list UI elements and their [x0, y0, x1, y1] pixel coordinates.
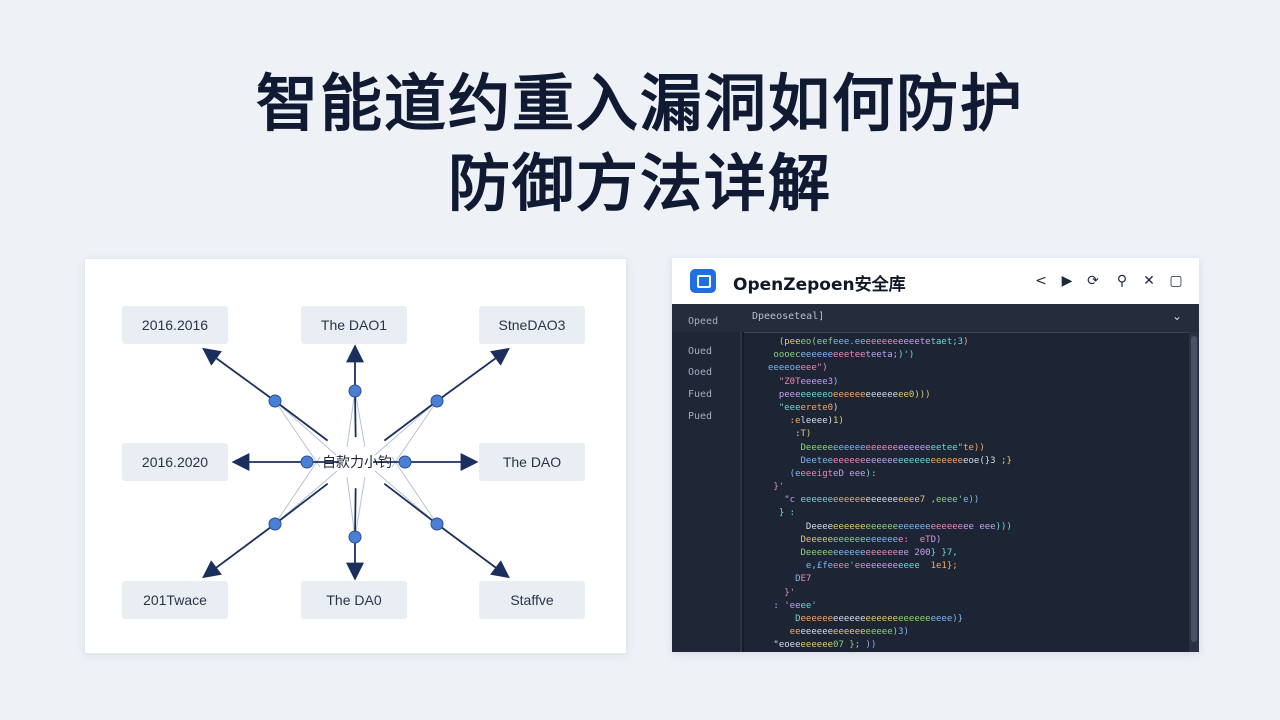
title-line-2: 防御方法详解: [447, 147, 832, 220]
code-line: }': [768, 482, 785, 493]
maximize-icon[interactable]: ▢: [1169, 273, 1183, 289]
editor-sidebar: [672, 332, 740, 652]
spoke-bottom: [354, 488, 357, 538]
code-line: Deeteeeeeeeeeeeeeeeeeeeeeeeeeeeoe(}3 ;}: [800, 455, 1012, 466]
code-line: "eeeerete0): [768, 402, 839, 413]
code-line: :eleeee)1): [768, 416, 844, 427]
close-icon[interactable]: ✕: [1143, 273, 1155, 289]
diagram-svg: [202, 344, 510, 581]
star-line-6: [346, 476, 356, 538]
arrow-top-right: [436, 347, 510, 402]
code-line: Deeeeeeeeeeeeeeeeee: eTD): [800, 534, 942, 545]
code-line: "Z0Teeeee3): [768, 376, 839, 387]
editor-toolbar: Dpeeoseteal] ⌄: [672, 304, 1199, 333]
sidebar-item-4[interactable]: Pued: [688, 411, 713, 422]
node-bottom-left: 201Twace: [122, 581, 228, 619]
dot-top-right: [430, 394, 444, 408]
dot-right: [398, 455, 412, 469]
code-line: (eeeeigteD eee):: [768, 468, 877, 479]
scrollbar-thumb[interactable]: [1191, 336, 1197, 642]
code-line: :T): [768, 429, 812, 440]
editor-header: OpenZepoen安全库 < ▶ ⟳ ⚲ ✕ ▢: [672, 258, 1199, 305]
editor-gutter-shadow: [742, 332, 744, 652]
dot-left: [300, 455, 314, 469]
page-title: 智能道约重入漏洞如何防护 防御方法详解: [0, 64, 1280, 224]
editor-gutter: [740, 332, 742, 652]
node-bottom-center: The DA0: [301, 581, 407, 619]
sidebar-item-3[interactable]: Fued: [688, 389, 713, 400]
node-mid-right: The DAO: [479, 443, 585, 481]
code-line: }': [768, 587, 796, 598]
code-line: eeeeoeeee"): [768, 363, 828, 374]
play-icon[interactable]: ▶: [1061, 273, 1073, 289]
node-top-center: The DAO1: [301, 306, 407, 344]
code-editor-window: OpenZepoen安全库 < ▶ ⟳ ⚲ ✕ ▢ Dpeeoseteal] ⌄…: [672, 258, 1199, 652]
sidebar-item-header[interactable]: Opeed: [688, 316, 719, 327]
star-line-7: [354, 476, 366, 538]
code-line: Deeeeeeeeeeeeeeeeeeeeeeeeeeeeee eee))): [800, 521, 1012, 532]
node-bottom-right: Staffve: [479, 581, 585, 619]
spoke-top: [354, 390, 357, 438]
back-icon[interactable]: <: [1035, 273, 1047, 289]
star-line-11: [391, 456, 438, 525]
code-line: e,£feeee'eeeeeeeeeeee 1e1};: [800, 561, 958, 572]
code-line: "eoeeeeeeee07 }; )): [768, 640, 877, 651]
spoke-bottom-right: [383, 482, 438, 525]
refresh-icon[interactable]: ⟳: [1087, 273, 1099, 289]
star-line-9: [391, 400, 438, 468]
code-line: DE7: [768, 574, 812, 585]
dot-bottom-right: [430, 517, 444, 531]
spoke-top-left: [274, 400, 329, 442]
star-line-1: [346, 390, 356, 448]
center-label: 自款力小钓: [322, 455, 392, 471]
dot-top: [348, 384, 362, 398]
code-line: (peeeo(eefeee.eeeeeeeeeeeetetaet;3): [768, 337, 969, 347]
star-line-10: [274, 456, 321, 525]
code-line: Deeeeeeeeeeeeeeeeeeeeeeeeeeee)}: [768, 613, 964, 624]
arrow-bottom-left: [202, 523, 276, 579]
sidebar-item-2[interactable]: Ooed: [688, 367, 713, 378]
spoke-bottom-left: [274, 482, 329, 525]
dot-bottom-left: [268, 517, 282, 531]
code-area[interactable]: (peeeo(eefeee.eeeeeeeeeeeetetaet;3) oooe…: [768, 336, 1188, 652]
node-top-left: 2016.2016: [122, 306, 228, 344]
file-tab[interactable]: Dpeeoseteal]: [752, 311, 825, 322]
node-top-right: StneDAO3: [479, 306, 585, 344]
dot-bottom: [348, 530, 362, 544]
node-mid-left: 2016.2020: [122, 443, 228, 481]
pin-icon[interactable]: ⚲: [1116, 273, 1128, 289]
chevron-down-icon[interactable]: ⌄: [1172, 309, 1183, 323]
arrow-top-left: [202, 347, 276, 402]
spoke-top-right: [383, 400, 438, 442]
arrow-bottom-right: [436, 523, 510, 579]
code-line: eeeeeeeeeeeeeeeeeee)3): [768, 627, 909, 638]
title-line-1: 智能道约重入漏洞如何防护: [255, 67, 1024, 140]
code-line: "c eeeeeeeeeeeeeeeeeeeeee7 ,eeee'e)): [768, 495, 980, 506]
star-line-2: [354, 390, 366, 448]
star-line-0: [274, 400, 337, 456]
dot-top-left: [268, 394, 282, 408]
code-line: : 'eeee': [768, 600, 817, 611]
code-line: } :: [768, 508, 796, 519]
star-line-8: [274, 400, 321, 468]
star-line-3: [374, 400, 438, 456]
code-line: oooeceeeeeeeeeteeteeta;)'): [768, 350, 915, 361]
sidebar-item-1[interactable]: Oued: [688, 346, 713, 357]
code-line: peeeeeeeeoeeeeeeeeeeeeee0))): [768, 389, 931, 400]
diagram-panel: 2016.2016 The DAO1 StneDAO3 2016.2020 Th…: [84, 258, 627, 654]
app-icon: [690, 269, 716, 293]
code-line: Deeeeeeeeeeeeeeeeeeeeeeeeetee"te)): [800, 442, 985, 453]
scrollbar[interactable]: [1189, 332, 1199, 652]
code-line: Deeeeeeeeeeeeeeeeeee 200} }7,: [800, 548, 958, 558]
app-title: OpenZepoen安全库: [733, 275, 906, 295]
